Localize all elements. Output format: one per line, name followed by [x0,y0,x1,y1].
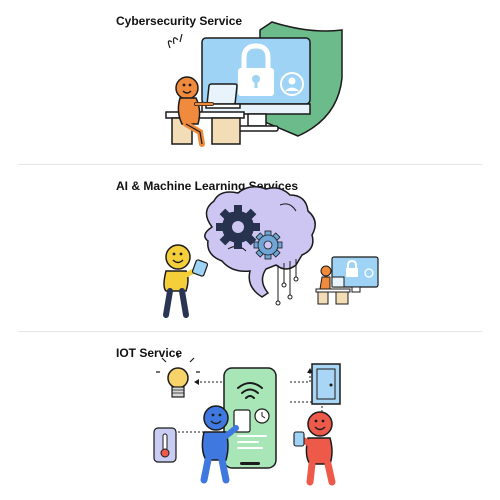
person-blue [200,405,239,484]
ai-ml-section: AI & Machine Learning Services [0,165,500,332]
door-icon [311,363,341,405]
person-yellow [163,244,209,318]
laptop [206,83,238,105]
cybersecurity-section: Cybersecurity Service [0,0,500,165]
mini-workstation [315,256,379,305]
gear-icon [216,205,260,249]
person-red [293,411,336,486]
gear-icon-small [253,230,283,260]
user-icon [280,72,304,96]
iot-section: IOT Service [0,332,500,500]
ai-ml-illustration [163,186,379,318]
section-title-iot: IOT Service [116,346,183,360]
wifi-icon [237,382,263,399]
section-divider [18,331,482,332]
section-title-cybersecurity: Cybersecurity Service [116,14,243,28]
section-divider [18,164,482,165]
thermometer-icon [153,427,177,463]
tablet [191,259,209,277]
iot-illustration [153,354,341,486]
lock-icon [238,43,274,96]
cybersecurity-illustration [165,21,343,147]
phone-small [293,431,305,447]
person-orange [167,33,214,147]
lightbulb-icon [156,354,200,398]
desk [165,111,245,119]
circuit-lines [275,259,299,306]
